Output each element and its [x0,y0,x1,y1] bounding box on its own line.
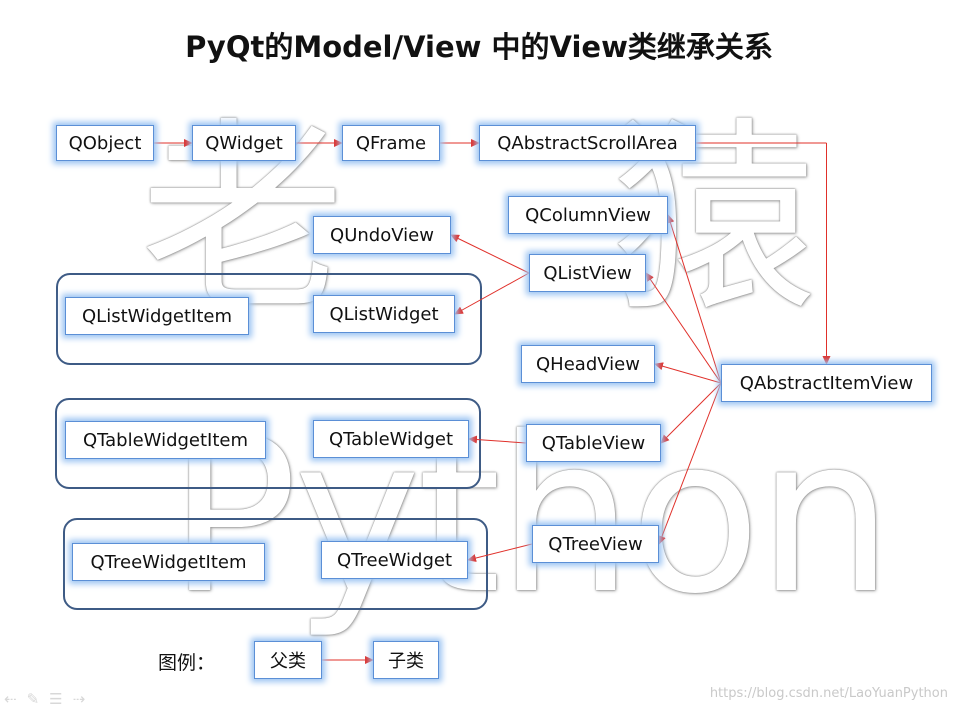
edge-qabstractitemview-to-qtreeview [658,382,722,545]
node-qtreewidget: QTreeWidget [321,541,468,579]
node-qwidget: QWidget [192,125,296,161]
footer-url: https://blog.csdn.net/LaoYuanPython [709,686,948,701]
edge-qtableview-to-qtablewidget [468,435,527,444]
edge-qabstractitemview-to-qlistview [645,272,722,384]
legend-parent-node: 父类 [254,641,322,679]
node-qtreewidgetitem: QTreeWidgetItem [72,543,265,581]
edge-qtreeview-to-qtreewidget [467,543,533,562]
group-tree [63,518,488,610]
node-qlistwidgetitem: QListWidgetItem [65,297,249,335]
node-qabstractitemview: QAbstractItemView [721,364,932,402]
arrow-right-icon[interactable]: ⇢ [72,690,86,708]
edge-qabstractitemview-to-qtableview [660,382,722,444]
menu-icon[interactable]: ☰ [49,690,63,708]
edge-qlistview-to-qundoview [450,234,530,274]
node-qabstractscrollarea: QAbstractScrollArea [479,125,696,161]
node-qundoview: QUndoView [313,216,451,254]
node-qtablewidgetitem: QTableWidgetItem [65,421,266,459]
legend-child-node: 子类 [373,641,439,679]
node-qheadview: QHeadView [521,345,655,383]
node-qtablewidget: QTableWidget [313,420,469,458]
slide-nav: ⇠ ✎ ☰ ⇢ [4,690,85,708]
node-qtableview: QTableView [526,424,661,462]
legend-label: 图例： [158,652,216,674]
node-qcolumnview: QColumnView [508,196,668,234]
edge-qabstractitemview-to-qheadview [654,362,722,384]
edge-qlistview-to-qlistwidget [454,272,530,315]
node-qtreeview: QTreeView [532,525,659,563]
arrow-left-icon[interactable]: ⇠ [4,690,17,708]
group-list [56,273,482,365]
node-qobject: QObject [56,125,154,161]
group-table [55,398,481,489]
node-qframe: QFrame [342,125,440,161]
edge-qabstractitemview-to-qcolumnview [666,214,722,384]
page-title: PyQt的Model/View 中的View类继承关系 [185,30,773,64]
node-qlistwidget: QListWidget [313,295,455,333]
node-qlistview: QListView [529,254,646,292]
pen-icon[interactable]: ✎ [26,690,40,708]
